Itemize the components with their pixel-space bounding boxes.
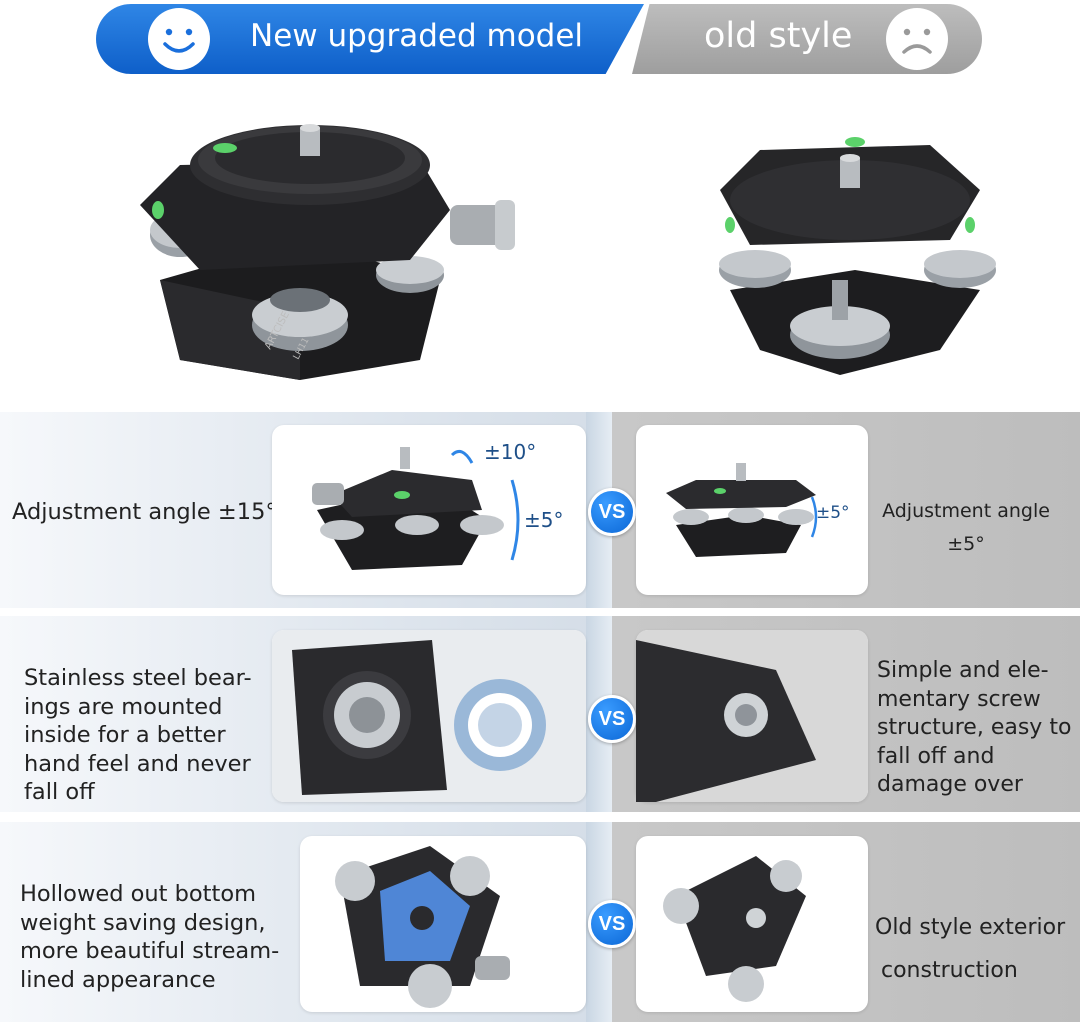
sad-face-icon (886, 8, 948, 70)
new-leveling-base-image: ARTCISE LH11 (120, 110, 540, 390)
row2-new-line: inside for a better (24, 722, 226, 748)
row3-vs-badge: VS (588, 900, 636, 948)
new-model-label: New upgraded model (250, 18, 584, 54)
smiley-face-icon (148, 8, 210, 70)
row3-new-text: Hollowed out bottom weight saving design… (20, 880, 279, 994)
row1-new-card (272, 425, 586, 595)
row3-new-line: Hollowed out bottom (20, 881, 257, 907)
row2-old-card (636, 630, 868, 802)
row3-old-card (636, 836, 868, 1012)
row2-old-line: Simple and ele- (877, 658, 1049, 683)
row2-new-text: Stainless steel bear- ings are mounted i… (24, 664, 252, 807)
row1-new-text: Adjustment angle ±15° (12, 499, 277, 525)
row2-old-line: structure, easy to (877, 715, 1072, 740)
row1-old-text: Adjustment angle ±5° (878, 495, 1054, 561)
row2-old-line: mentary screw (877, 686, 1041, 712)
row1-old-angle-side: ±5° (816, 503, 850, 523)
row3-new-line: weight saving design, (20, 909, 266, 936)
row3-old-line: Old style exterior (875, 915, 1066, 940)
row1-vs-badge: VS (588, 488, 636, 536)
row2-new-line: fall off (24, 779, 95, 805)
row2-new-card (272, 630, 586, 802)
row1-old-text-line2: ±5° (947, 533, 985, 555)
row1-new-angle-top: ±10° (484, 440, 537, 464)
old-style-label: old style (704, 16, 853, 56)
row2-new-line: hand feel and never (24, 750, 251, 777)
row2-old-line: damage over (877, 772, 1023, 797)
row3-new-line: more beautiful stream- (20, 938, 280, 964)
row1-new-angle-side: ±5° (524, 508, 564, 532)
row2-new-line: ings are mounted (24, 693, 223, 720)
row3-new-line: lined appearance (20, 966, 216, 993)
row2-vs-badge: VS (588, 695, 636, 743)
row2-new-line: Stainless steel bear- (24, 665, 252, 691)
row1-old-text-line1: Adjustment angle (882, 500, 1050, 522)
row2-old-line: fall off and (877, 743, 995, 769)
row3-new-card (300, 836, 586, 1012)
row1-old-card (636, 425, 868, 595)
row3-old-text: Old style exterior construction (875, 906, 1065, 992)
row3-old-line: construction (881, 958, 1018, 983)
row2-old-text: Simple and ele- mentary screw structure,… (877, 657, 1071, 800)
old-leveling-base-image (690, 130, 1020, 380)
